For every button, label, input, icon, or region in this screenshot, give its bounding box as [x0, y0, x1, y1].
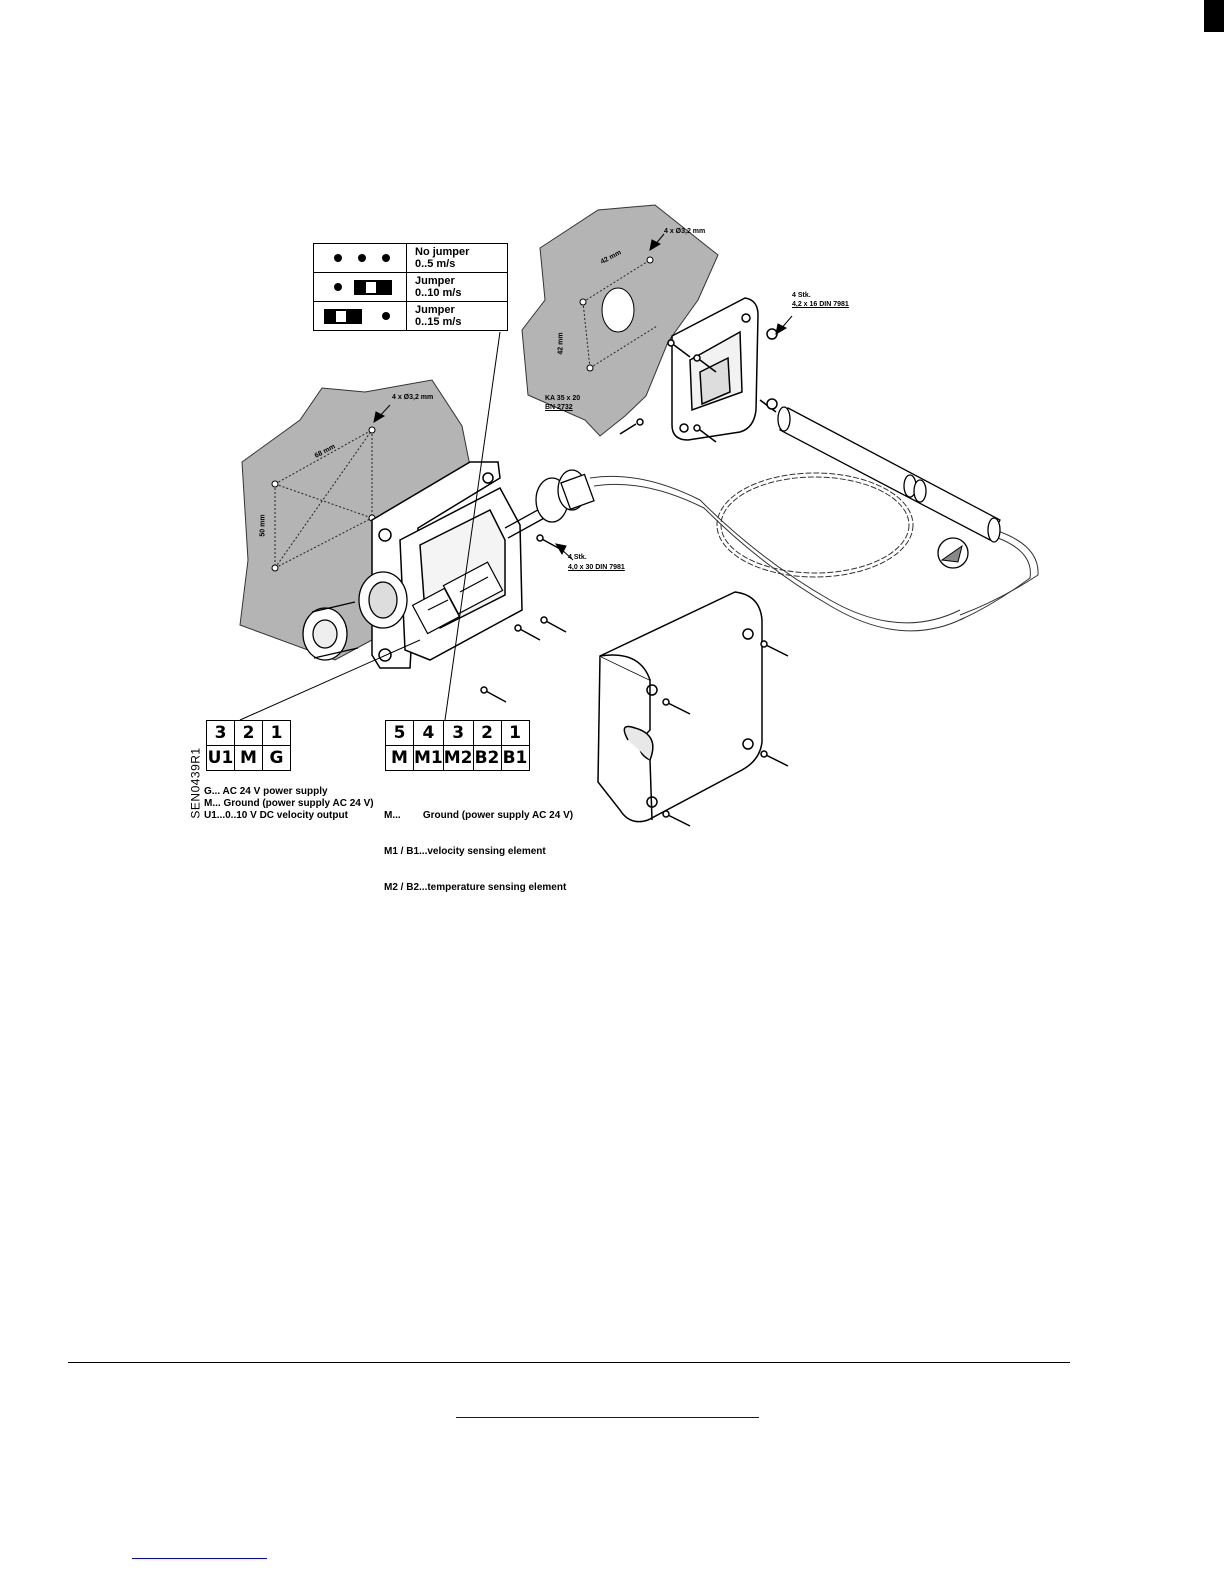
terminal-legend-right: M... Ground (power supply AC 24 V) M1 / … — [384, 786, 573, 906]
corner-mark-rule — [1204, 30, 1224, 32]
cable-gland-side — [302, 571, 408, 661]
jumper-symbol-left — [313, 301, 407, 331]
terminal-label: U1 — [206, 745, 235, 771]
jumper-label-line2: 0..10 m/s — [415, 287, 462, 299]
jumper-label-line1: Jumper — [415, 304, 455, 316]
dim-height-large: 50 mm — [259, 514, 267, 537]
terminal-label-row: M M1 M2 B2 B1 — [385, 745, 530, 771]
dim-holes-large: 4 x Ø3,2 mm — [392, 394, 434, 401]
terminal-number-row: 3 2 1 — [206, 720, 291, 746]
dim-height-small: 42 mm — [557, 332, 565, 355]
drawing-code: SEN0439R1 — [188, 747, 203, 819]
jumper-label-line1: No jumper — [415, 246, 470, 258]
footer-rule — [68, 1362, 1070, 1363]
jumper-label-line2: 0..5 m/s — [415, 258, 456, 270]
screws — [480, 328, 789, 827]
terminal-label: M — [385, 745, 414, 771]
sensor-cable — [589, 472, 1039, 632]
terminal-number: 3 — [206, 720, 235, 746]
terminal-number-row: 5 4 3 2 1 — [385, 720, 530, 746]
terminal-label: M2 — [442, 745, 474, 771]
jumper-label-line2: 0..15 m/s — [415, 316, 462, 328]
screws-small-qty: 4 Stk. — [792, 292, 811, 299]
terminal-label: M — [234, 745, 263, 771]
jumper-row: No jumper 0..5 m/s — [313, 243, 508, 273]
footer-link[interactable] — [456, 1417, 759, 1418]
screws-large-qty: 4 Stk. — [568, 554, 587, 561]
jumper-label-line1: Jumper — [415, 275, 455, 287]
ka-spec-1: KA 35 x 20 — [545, 395, 581, 402]
probe-flange — [671, 297, 759, 441]
terminal-label: B2 — [472, 745, 502, 771]
probe-tube — [777, 406, 1001, 543]
terminal-label: G — [262, 745, 291, 771]
screws-small-spec: 4,2 x 16 DIN 7981 — [792, 301, 849, 308]
dim-holes-small: 4 x Ø3,2 mm — [664, 228, 706, 235]
terminal-number: 5 — [385, 720, 414, 746]
terminal-number: 3 — [442, 720, 474, 746]
terminal-legend-left: G... AC 24 V power supply M... Ground (p… — [204, 786, 374, 822]
legend-line: M... Ground (power supply AC 24 V) — [384, 810, 574, 821]
terminal-table-left: 3 2 1 U1 M G — [206, 720, 291, 771]
screws-large-spec: 4,0 x 30 DIN 7981 — [568, 564, 625, 571]
terminal-label-row: U1 M G — [206, 745, 291, 771]
legend-line: U1...0..10 V DC velocity output — [204, 810, 348, 821]
terminal-label: B1 — [500, 745, 530, 771]
jumper-label: Jumper 0..15 m/s — [406, 301, 508, 331]
terminal-number: 2 — [234, 720, 263, 746]
jumper-row: Jumper 0..15 m/s — [313, 301, 508, 331]
jumper-label: Jumper 0..10 m/s — [406, 272, 508, 302]
terminal-label: M1 — [413, 745, 444, 771]
corner-mark — [1204, 0, 1224, 30]
ka-spec-2: BN 2732 — [545, 404, 573, 411]
cable-gland-top — [504, 469, 595, 539]
footer-link-bottom[interactable] — [132, 1558, 267, 1559]
legend-line: M1 / B1...velocity sensing element — [384, 846, 546, 857]
jumper-table: No jumper 0..5 m/s Jumper 0..10 m/s Jump… — [313, 243, 508, 331]
legend-line: M... Ground (power supply AC 24 V) — [204, 798, 374, 809]
legend-line: M2 / B2...temperature sensing element — [384, 882, 567, 893]
airflow-arrow-icon — [937, 537, 969, 569]
terminal-number: 2 — [472, 720, 502, 746]
terminal-number: 1 — [500, 720, 530, 746]
terminal-table-right: 5 4 3 2 1 M M1 M2 B2 B1 — [385, 720, 530, 771]
terminal-number: 4 — [413, 720, 444, 746]
jumper-row: Jumper 0..10 m/s — [313, 272, 508, 302]
jumper-symbol-none — [313, 243, 407, 273]
legend-line: G... AC 24 V power supply — [204, 786, 328, 797]
housing-cover — [597, 591, 763, 823]
terminal-number: 1 — [262, 720, 291, 746]
jumper-label: No jumper 0..5 m/s — [406, 243, 508, 273]
jumper-symbol-right — [313, 272, 407, 302]
